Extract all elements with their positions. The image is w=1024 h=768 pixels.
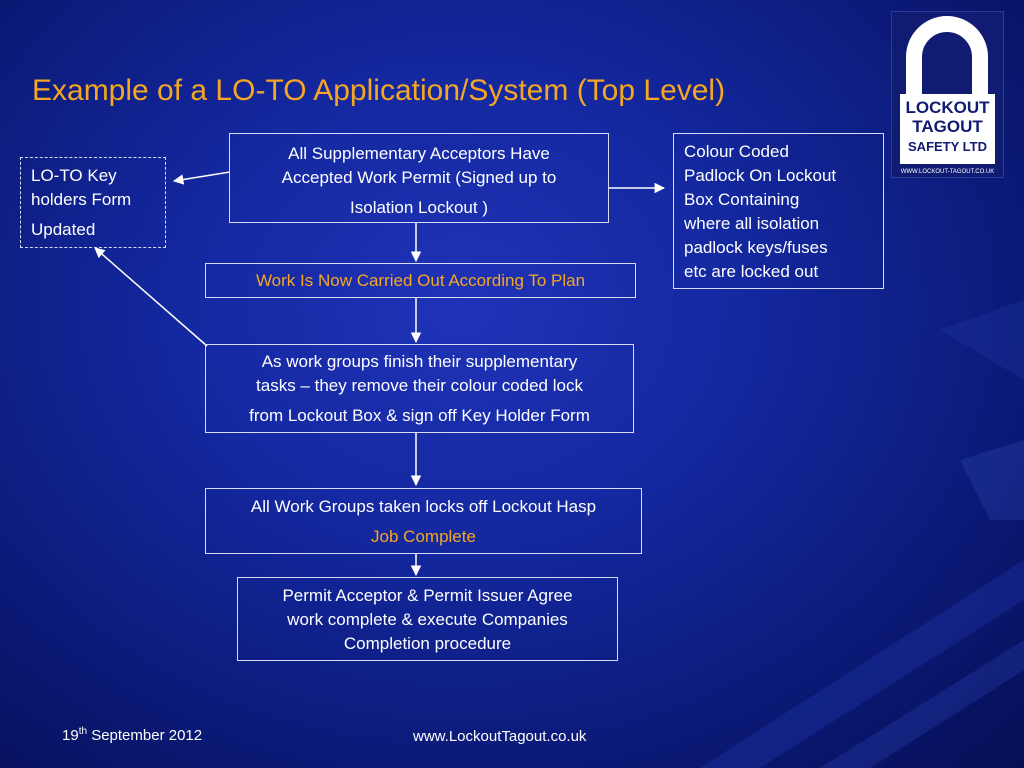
padlock-line-4: where all isolation — [684, 214, 820, 233]
box-locks-off: All Work Groups taken locks off Lockout … — [205, 488, 642, 554]
logo-line-2: TAGOUT — [912, 117, 983, 136]
padlock-line-5: padlock keys/fuses — [684, 238, 828, 257]
acceptors-line-2: Accepted Work Permit (Signed up to — [281, 168, 557, 187]
footer-day: 19 — [62, 727, 79, 744]
work-carried-line-1: Work Is Now Carried Out According To Pla… — [255, 271, 586, 290]
footer-day-suffix: th — [78, 726, 88, 737]
footer-month-year: September 2012 — [87, 727, 203, 744]
box-padlock: Colour Coded Padlock On Lockout Box Cont… — [673, 133, 884, 289]
job-complete-label: Job Complete — [371, 527, 476, 546]
logo-url: WWW.LOCKOUT-TAGOUT.CO.UK — [901, 169, 995, 175]
padlock-line-1: Colour Coded — [684, 142, 789, 161]
key-holders-line-2: holders Form — [31, 190, 132, 209]
work-groups-finish-line-2: tasks – they remove their colour coded l… — [256, 376, 583, 395]
box-acceptors: All Supplementary Acceptors Have Accepte… — [229, 133, 609, 223]
logo-line-1: LOCKOUT — [905, 98, 990, 117]
box-work-carried: Work Is Now Carried Out According To Pla… — [205, 263, 636, 298]
box-key-holders: LO-TO Key holders Form Updated — [20, 157, 166, 248]
locks-off-line-1: All Work Groups taken locks off Lockout … — [250, 497, 597, 516]
padlock-logo-icon: LOCKOUT TAGOUT SAFETY LTD WWW.LOCKOUT-TA… — [900, 16, 995, 175]
padlock-line-6: etc are locked out — [684, 262, 819, 281]
padlock-line-2: Padlock On Lockout — [684, 166, 837, 185]
box-permit-agree: Permit Acceptor & Permit Issuer Agree wo… — [237, 577, 618, 661]
permit-agree-line-2: work complete & execute Companies — [287, 610, 568, 629]
permit-agree-line-1: Permit Acceptor & Permit Issuer Agree — [282, 586, 573, 605]
footer-website[interactable]: www.LockoutTagout.co.uk — [413, 728, 587, 745]
slide-title: Example of a LO-TO Application/System (T… — [32, 74, 726, 107]
lockout-tagout-logo: LOCKOUT TAGOUT SAFETY LTD WWW.LOCKOUT-TA… — [891, 11, 1004, 178]
work-groups-finish-line-1: As work groups finish their supplementar… — [261, 352, 578, 371]
box-work-groups-finish: As work groups finish their supplementar… — [205, 344, 634, 433]
footer-date: 19th September 2012 — [62, 726, 202, 744]
logo-line-3: SAFETY LTD — [908, 139, 987, 154]
work-groups-finish-line-3: from Lockout Box & sign off Key Holder F… — [249, 406, 590, 425]
acceptors-line-3: Isolation Lockout ) — [350, 198, 488, 217]
key-holders-line-3: Updated — [31, 220, 96, 239]
permit-agree-line-3: Completion procedure — [343, 634, 512, 653]
acceptors-line-1: All Supplementary Acceptors Have — [288, 144, 550, 163]
padlock-line-3: Box Containing — [684, 190, 800, 209]
key-holders-line-1: LO-TO Key — [31, 166, 117, 185]
